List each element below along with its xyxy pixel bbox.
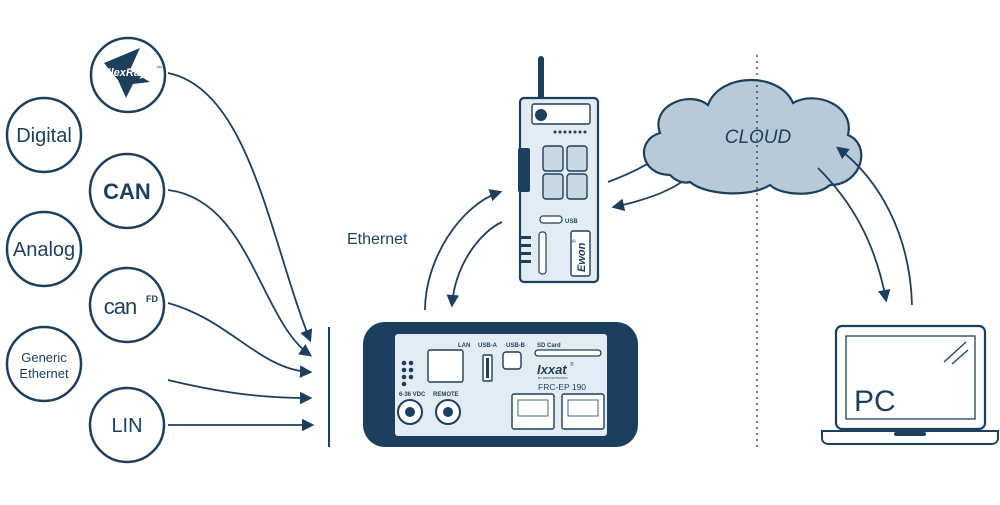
ewon-brand-reg: ® <box>571 239 578 243</box>
frc-eth-port-1 <box>511 393 555 430</box>
digital-label: Digital <box>16 125 72 147</box>
flexray-label: FlexRay <box>104 67 147 79</box>
source-canfd: can FD <box>88 266 166 344</box>
pc-label: PC <box>854 385 896 418</box>
cloud-icon <box>642 78 863 195</box>
source-digital: Digital <box>5 96 83 174</box>
frc-remote-label: REMOTE <box>433 392 459 398</box>
frc-remote-connector-icon <box>435 399 461 425</box>
ewon-usb-label: USB <box>565 219 578 225</box>
cloud-label: CLOUD <box>725 127 792 148</box>
canfd-can-label: can <box>104 294 136 319</box>
laptop-base <box>821 430 999 445</box>
frc-lan-label: LAN <box>458 343 470 349</box>
frc-usb-b-port <box>502 351 522 370</box>
generic-ethernet-line1: Generic <box>21 350 67 365</box>
arrow-canfd <box>167 302 313 378</box>
frc-eth-port-2 <box>561 393 605 430</box>
source-arrows <box>167 72 315 432</box>
frc-brand-sub: BY HMS NETWORKS <box>538 376 568 380</box>
source-generic-ethernet: Generic Ethernet <box>5 325 83 403</box>
frc-sd-card-label: SD Card <box>537 343 561 349</box>
frc-brand: Ixxat <box>537 362 567 377</box>
frc-brand-reg: ® <box>570 361 574 368</box>
flexray-tm: ™ <box>156 65 162 72</box>
arrow-pc-to-cloud <box>835 146 913 306</box>
source-analog: Analog <box>5 210 83 288</box>
canfd-fd-label: FD <box>146 294 158 304</box>
frc-sd-slot <box>534 349 602 357</box>
ewon-module-grid <box>542 145 588 200</box>
analog-label: Analog <box>13 239 75 261</box>
source-flexray: FlexRay ™ <box>89 36 167 114</box>
lin-label: LIN <box>111 415 142 437</box>
arrow-ewon-to-frc <box>446 221 503 308</box>
ewon-brand: Ewon <box>576 242 588 272</box>
frc-power-connector-icon <box>397 399 423 425</box>
cloud: CLOUD <box>642 78 863 195</box>
ethernet-label: Ethernet <box>347 231 408 248</box>
can-label: CAN <box>103 179 151 204</box>
arrow-digital-analog <box>167 379 313 405</box>
arrow-can <box>167 189 313 357</box>
ewon-router: USB Ewon ® <box>518 56 600 284</box>
frc-model: FRC-EP 190 <box>538 382 586 392</box>
flexray-logo-icon <box>104 48 150 98</box>
frc-power-label: 6-36 VDC <box>399 392 426 398</box>
frc-usb-a-label: USB-A <box>478 343 498 349</box>
arrow-frc-to-ewon <box>424 189 503 311</box>
ewon-led-icon <box>553 130 587 134</box>
frc-ep-190-device: LAN USB-A USB-B SD Card Ixxat ® BY HMS N… <box>363 322 638 447</box>
ewon-usb-port <box>539 215 563 224</box>
arrow-cloud-to-pc <box>817 167 891 303</box>
pc-laptop: PC <box>821 324 999 445</box>
arrow-flexray <box>167 72 313 343</box>
source-can: CAN <box>88 152 166 230</box>
ethernet-arrows <box>424 189 503 311</box>
frc-usb-b-label: USB-B <box>506 343 526 349</box>
source-lin: LIN <box>88 386 166 464</box>
frc-led-icon <box>401 360 414 387</box>
pc-arrows <box>817 146 913 306</box>
generic-ethernet-line2: Ethernet <box>19 366 69 381</box>
frc-lan-port <box>427 349 464 383</box>
